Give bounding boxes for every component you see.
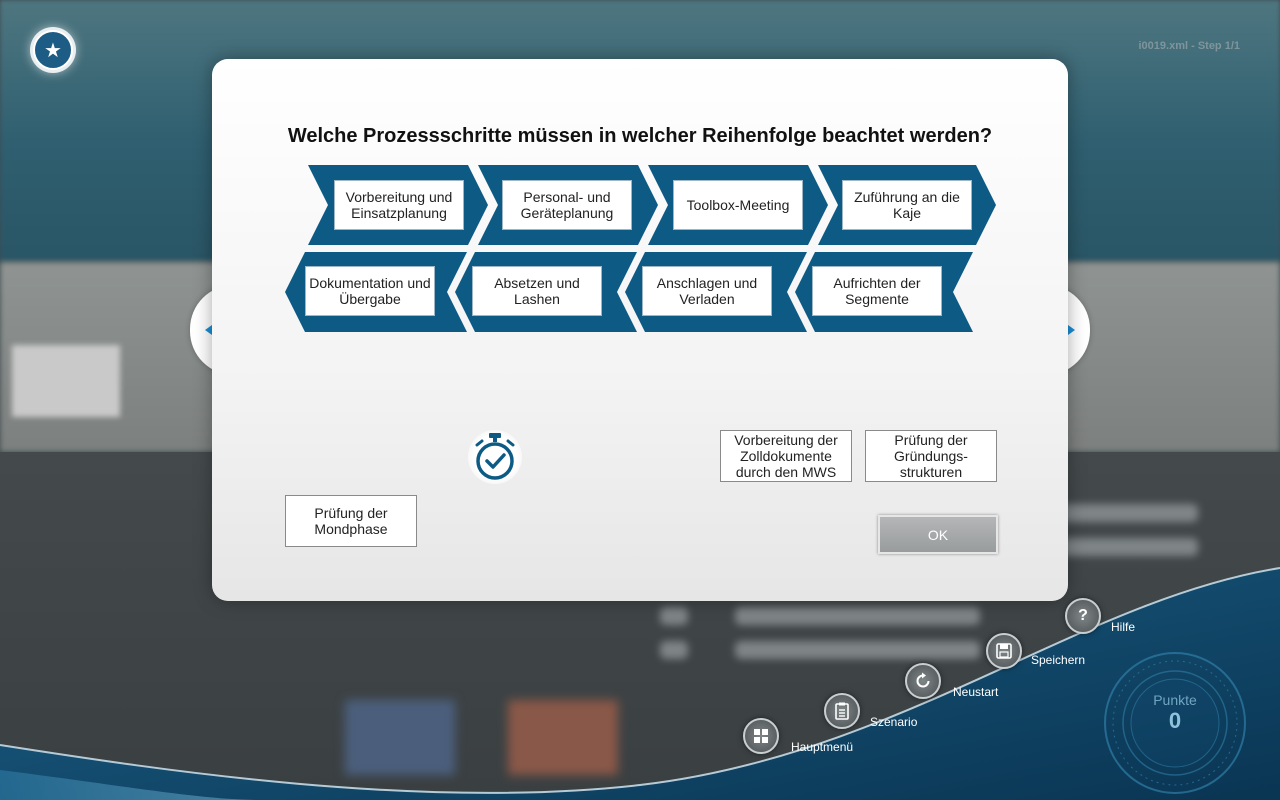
save-icon (996, 643, 1012, 659)
step-card-8[interactable]: Dokumentation und Übergabe (305, 266, 435, 316)
step-card-4[interactable]: Zuführung an die Kaje (842, 180, 972, 230)
hauptmenue-button[interactable] (743, 718, 779, 754)
step-card-1[interactable]: Vorbereitung und Einsatzplanung (334, 180, 464, 230)
grid-icon (754, 729, 768, 743)
background-block-blue (345, 700, 455, 775)
ok-button[interactable]: OK (878, 515, 998, 554)
background-bar (735, 607, 980, 625)
hauptmenue-label: Hauptmenü (791, 740, 854, 754)
score-label: Punkte (1153, 692, 1197, 708)
background-block-red (508, 700, 618, 775)
star-icon: ★ (33, 30, 73, 70)
step-card-2[interactable]: Personal- und Geräteplanung (502, 180, 632, 230)
question-title: Welche Prozessschritte müssen in welcher… (287, 125, 993, 147)
stopwatch-check-icon (468, 430, 522, 484)
favorite-button[interactable]: ★ (30, 27, 76, 73)
file-step-info: i0019.xml - Step 1/1 (1138, 40, 1241, 52)
step-card-7[interactable]: Absetzen und Lashen (472, 266, 602, 316)
neustart-label: Neustart (953, 685, 999, 699)
background-window (12, 345, 120, 417)
option-card-mondphase[interactable]: Prüfung der Mondphase (285, 495, 417, 547)
background-bar (660, 607, 688, 625)
score-compass-icon (1104, 652, 1246, 794)
hilfe-label: Hilfe (1111, 620, 1136, 634)
szenario-button[interactable] (824, 693, 860, 729)
option-card-zolldokumente[interactable]: Vorbereitung der Zolldokumente durch den… (720, 430, 852, 482)
szenario-label: Szenario (870, 715, 918, 729)
speichern-button[interactable] (986, 633, 1022, 669)
clipboard-icon (835, 702, 849, 720)
score-value: 0 (1168, 708, 1182, 733)
question-dialog: Welche Prozessschritte müssen in welcher… (212, 59, 1068, 601)
hilfe-button[interactable]: ? (1065, 598, 1101, 634)
speichern-label: Speichern (1031, 653, 1086, 667)
restart-icon (916, 672, 930, 688)
step-card-3[interactable]: Toolbox-Meeting (673, 180, 803, 230)
background-bar (660, 641, 688, 659)
background-bar (735, 641, 980, 659)
neustart-button[interactable] (905, 663, 941, 699)
step-card-5[interactable]: Aufrichten der Segmente (812, 266, 942, 316)
option-card-gruendungsstrukturen[interactable]: Prüfung der Gründungs-strukturen (865, 430, 997, 482)
step-card-6[interactable]: Anschlagen und Verladen (642, 266, 772, 316)
help-icon: ? (1078, 607, 1088, 624)
